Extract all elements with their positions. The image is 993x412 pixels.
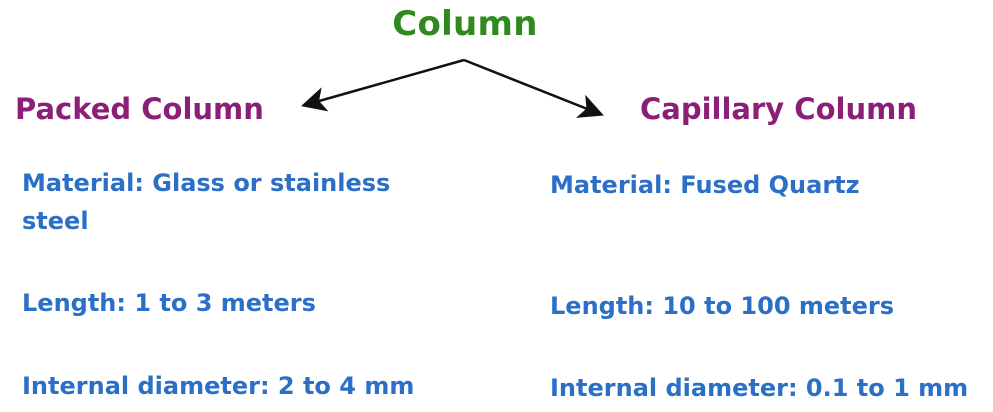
arrow-to-capillary-column: [463, 58, 604, 118]
capillary-internal-diameter: Internal diameter: 0.1 to 1 mm: [550, 374, 969, 402]
capillary-column-heading: Capillary Column: [640, 92, 917, 126]
diagram-root-title: Column: [392, 4, 538, 44]
packed-internal-diameter: Internal diameter: 2 to 4 mm: [22, 372, 415, 400]
capillary-length: Length: 10 to 100 meters: [550, 292, 895, 320]
arrow-to-packed-column: [300, 58, 465, 112]
packed-column-heading: Packed Column: [15, 92, 264, 126]
packed-length: Length: 1 to 3 meters: [22, 289, 316, 317]
capillary-material: Material: Fused Quartz: [550, 171, 860, 199]
packed-material-line1: Material: Glass or stainless: [22, 169, 391, 197]
packed-material-line2: steel: [22, 207, 89, 235]
